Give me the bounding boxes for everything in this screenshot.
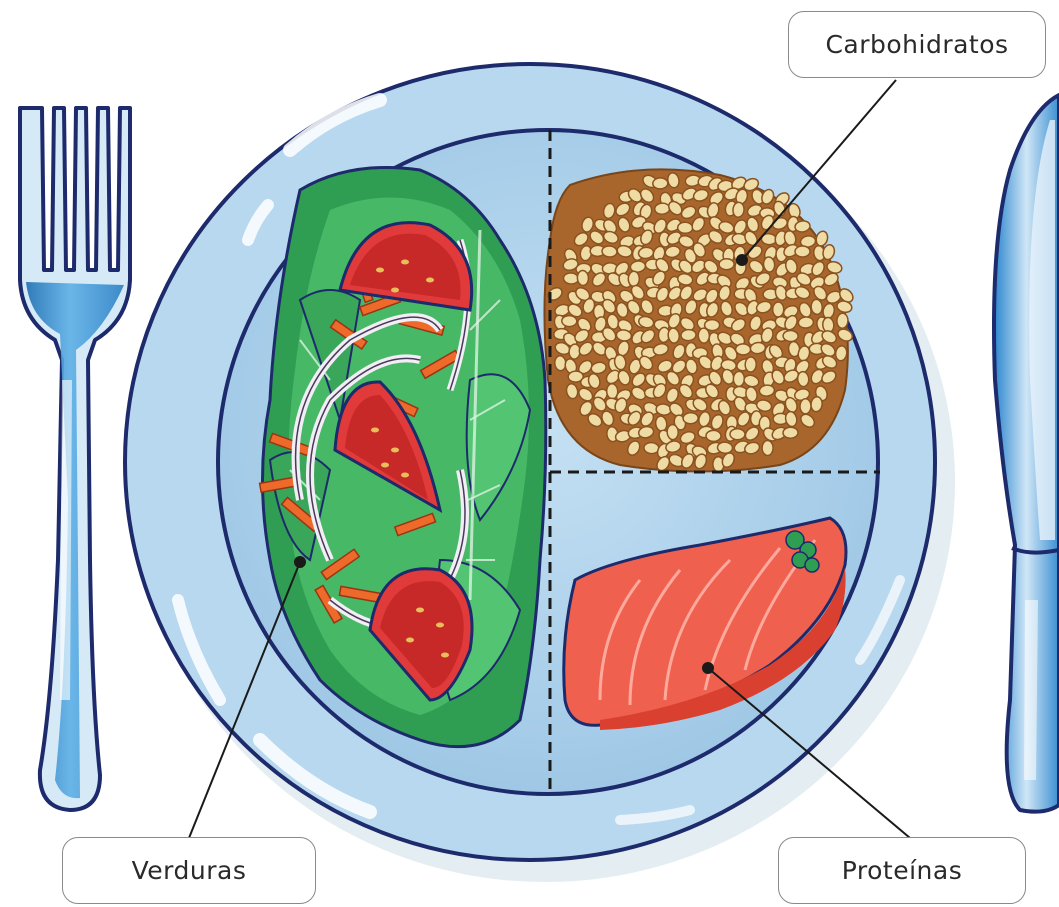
leader-dot-proteins bbox=[703, 663, 713, 673]
leader-dot-vegetables bbox=[295, 557, 305, 567]
fork-icon bbox=[20, 108, 130, 810]
label-vegetables: Verduras bbox=[62, 837, 316, 904]
label-carbs-text: Carbohidratos bbox=[825, 30, 1008, 59]
label-proteins-text: Proteínas bbox=[842, 856, 962, 885]
leader-dot-carbs bbox=[737, 255, 747, 265]
label-proteins: Proteínas bbox=[778, 837, 1026, 904]
knife-icon bbox=[994, 95, 1059, 812]
label-carbs: Carbohidratos bbox=[788, 11, 1046, 78]
label-vegetables-text: Verduras bbox=[132, 856, 247, 885]
